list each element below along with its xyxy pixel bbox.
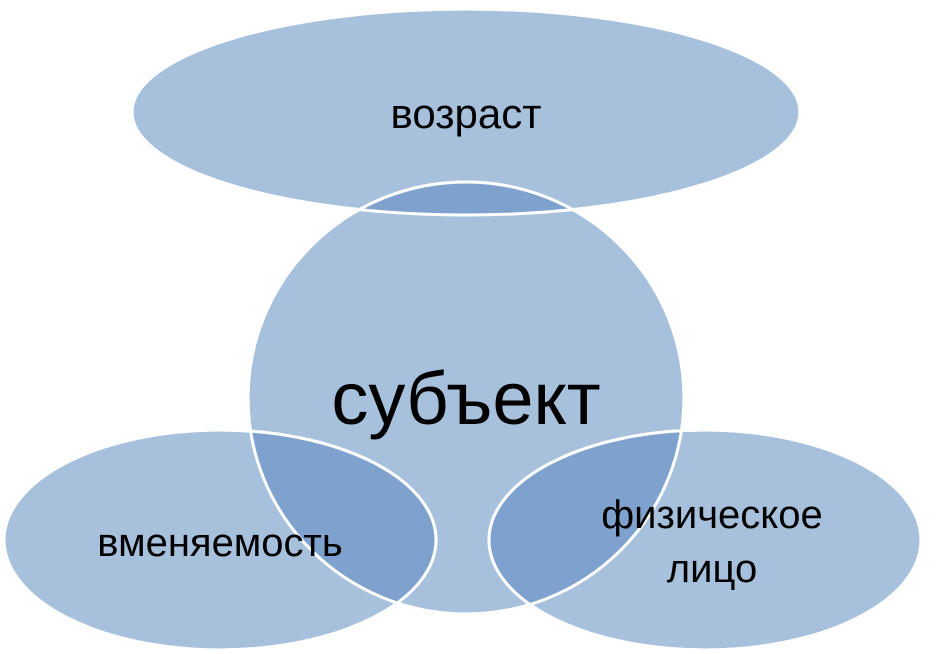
center-label: субъект [331,357,600,440]
bottom-left-label: вменяемость [97,521,342,565]
top-label: возраст [391,90,542,137]
bottom-right-label-line2: лицо [667,547,757,591]
outlines [2,7,923,652]
bottom-right-label-line1: физическое [601,493,822,537]
